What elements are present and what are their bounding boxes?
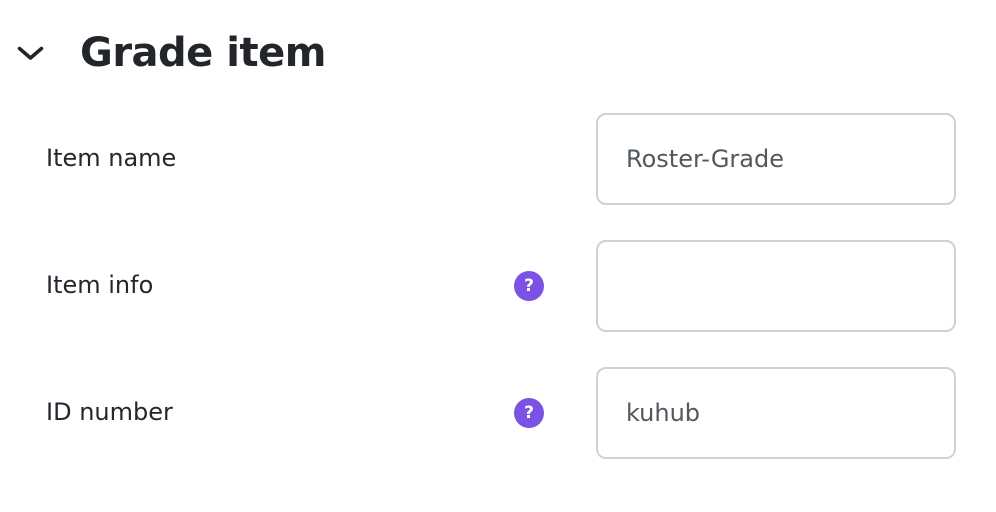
help-slot: ? xyxy=(514,271,544,301)
form-row-item-name: Item name xyxy=(0,113,996,205)
section-header: Grade item xyxy=(0,24,996,82)
help-icon[interactable]: ? xyxy=(514,271,544,301)
item-info-input[interactable] xyxy=(596,240,956,332)
item-info-label: Item info xyxy=(46,271,154,300)
item-name-input[interactable] xyxy=(596,113,956,205)
id-number-label: ID number xyxy=(46,398,173,427)
id-number-input[interactable] xyxy=(596,367,956,459)
form-row-item-info: Item info ? xyxy=(0,240,996,332)
section-title: Grade item xyxy=(80,30,326,76)
chevron-down-icon[interactable] xyxy=(16,39,44,67)
form-row-id-number: ID number ? xyxy=(0,367,996,459)
help-icon[interactable]: ? xyxy=(514,398,544,428)
help-slot: ? xyxy=(514,398,544,428)
help-slot-empty xyxy=(514,144,544,174)
item-name-label: Item name xyxy=(46,144,177,173)
